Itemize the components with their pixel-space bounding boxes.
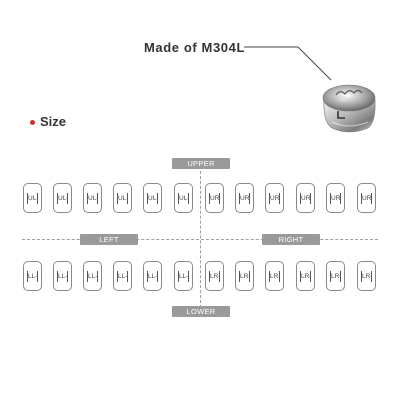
steel-crown-image	[322, 84, 376, 133]
tooth-box: UR-2	[205, 183, 224, 213]
tooth-code: LR-5	[300, 271, 311, 282]
tooth-box: LL-4	[113, 261, 132, 291]
tooth-code: LL-2	[178, 271, 189, 282]
tooth-box: UR-5	[296, 183, 315, 213]
tooth-box: LR-2	[205, 261, 224, 291]
tooth-box: LR-3	[235, 261, 254, 291]
tooth-box: UR-4	[265, 183, 284, 213]
tooth-box: LR-5	[296, 261, 315, 291]
tooth-code: UL-6	[57, 193, 68, 204]
material-text: Made of M304L	[144, 40, 245, 55]
lower-label: LOWER	[172, 306, 230, 317]
tooth-box: LR-7	[357, 261, 376, 291]
upper-teeth-row: UL-7 UL-6 UL-5 UL-4 UL-3 UL-2 UR-2 UR-3 …	[0, 183, 400, 215]
tooth-box: LL-2	[174, 261, 193, 291]
vertical-divider	[200, 166, 201, 308]
tooth-code: LL-5	[87, 271, 98, 282]
tooth-code: LR-4	[269, 271, 280, 282]
tooth-code: LR-3	[239, 271, 250, 282]
size-bullet-icon	[30, 120, 35, 125]
tooth-box: UL-2	[174, 183, 193, 213]
tooth-box: LL-6	[53, 261, 72, 291]
tooth-box: UL-3	[143, 183, 162, 213]
tooth-box: UL-7	[23, 183, 42, 213]
tooth-box: LR-4	[265, 261, 284, 291]
tooth-code: LL-7	[27, 271, 38, 282]
tooth-code: LR-2	[209, 271, 220, 282]
size-heading: Size	[40, 114, 67, 129]
tooth-code: UR-7	[361, 193, 372, 204]
tooth-code: LL-3	[147, 271, 158, 282]
tooth-box: UR-3	[235, 183, 254, 213]
tooth-code: UR-5	[300, 193, 311, 204]
left-label: LEFT	[80, 234, 138, 245]
tooth-code: UL-4	[117, 193, 128, 204]
tooth-code: UR-6	[330, 193, 341, 204]
tooth-code: UR-4	[269, 193, 280, 204]
tooth-code: UL-3	[147, 193, 158, 204]
tooth-box: UR-6	[326, 183, 345, 213]
tooth-box: LL-3	[143, 261, 162, 291]
tooth-box: UL-6	[53, 183, 72, 213]
tooth-code: LL-6	[57, 271, 68, 282]
tooth-code: LL-4	[117, 271, 128, 282]
tooth-code: UR-2	[209, 193, 220, 204]
lower-teeth-row: LL-7 LL-6 LL-5 LL-4 LL-3 LL-2 LR-2 LR-3 …	[0, 261, 400, 293]
tooth-box: LL-7	[23, 261, 42, 291]
tooth-box: UR-7	[357, 183, 376, 213]
upper-label: UPPER	[172, 158, 230, 169]
right-label: RIGHT	[262, 234, 320, 245]
tooth-code: LR-7	[361, 271, 372, 282]
tooth-code: UL-7	[27, 193, 38, 204]
tooth-box: UL-5	[83, 183, 102, 213]
tooth-code: UL-2	[178, 193, 189, 204]
tooth-box: LL-5	[83, 261, 102, 291]
tooth-code: UR-3	[239, 193, 250, 204]
tooth-box: LR-6	[326, 261, 345, 291]
tooth-code: UL-5	[87, 193, 98, 204]
tooth-box: UL-4	[113, 183, 132, 213]
tooth-code: LR-6	[330, 271, 341, 282]
